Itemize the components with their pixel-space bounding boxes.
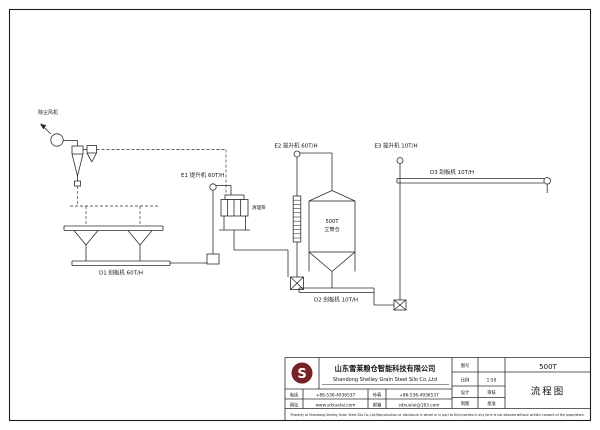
cyclone-top	[71, 145, 84, 155]
elevator-head-pulley	[293, 150, 301, 158]
fan-icon	[50, 133, 64, 147]
phone-label: 电话	[290, 391, 299, 398]
web-value: www.sdxuelai.com	[316, 402, 356, 408]
approve-label: 批准	[487, 400, 496, 407]
conveyor-tail-wheel	[543, 177, 551, 185]
email-value: sdxuelai@163.com	[399, 402, 440, 408]
company-name-en: Shandong Shelley Grain Steel Silo Co.,Lt…	[333, 377, 437, 383]
steel-silo: 500T 立筒仓	[308, 190, 356, 288]
logo-circle-icon	[291, 362, 313, 384]
cyclone-airlock	[74, 180, 81, 187]
intake-hoppers	[63, 225, 164, 261]
draft-label: 制图	[461, 400, 470, 407]
label-silo-capacity: 500T	[325, 219, 339, 225]
drawing-no-label: 图号	[461, 363, 470, 369]
company-logo: S	[291, 362, 313, 384]
dust-collection-system: 除尘风机	[38, 109, 227, 225]
scale-label: 比例	[461, 377, 470, 384]
elevator-head-pulley	[396, 157, 404, 164]
label-conveyor-d1: D1 刮板机 60T/H	[99, 269, 143, 277]
label-conveyor-d3: D3 刮板机 10T/H	[430, 168, 474, 176]
elevator-head-pulley	[209, 183, 217, 191]
capacity-value: 500T	[539, 363, 557, 371]
email-label: 邮箱	[373, 401, 382, 408]
exhaust-arrow-icon	[40, 123, 47, 130]
scraper-conveyor-d1: D1 刮板机 60T/H	[71, 260, 207, 277]
bucket-elevator-e3: E3 提升机 10T/H	[374, 142, 418, 311]
web-label: 网址	[290, 401, 299, 408]
sieve-body	[220, 199, 249, 217]
legal-notice: Property of Shandong Shelley Grain Steel…	[291, 413, 585, 417]
sieve-top	[224, 194, 245, 200]
label-elevator-e2: E2 提升机 60T/H	[274, 142, 317, 150]
label-dust-fan: 除尘风机	[38, 109, 58, 116]
label-sieve: 清理筛	[252, 204, 266, 211]
cleaning-sieve: 清理筛	[219, 194, 289, 277]
label-elevator-e1: E1 提升机 60T/H	[181, 171, 224, 179]
scraper-conveyor-d3: D3 刮板机 10T/H	[396, 168, 551, 193]
company-name-cn: 山东雪莱粮仓智能科技有限公司	[335, 364, 436, 373]
silo-body	[308, 200, 356, 253]
logo-letter: S	[297, 367, 306, 382]
label-conveyor-d2: D2 刮板机 10T/H	[314, 296, 358, 304]
title-block: S 山东雪莱粮仓智能科技有限公司 Shandong Shelley Grain …	[284, 357, 591, 421]
label-elevator-e3: E3 提升机 10T/H	[374, 142, 417, 150]
drawing-title: 流程图	[531, 386, 566, 398]
bucket-elevator-e1: E1 提升机 60T/H	[181, 171, 232, 265]
bucket-elevator-e2: E2 提升机 60T/H	[274, 142, 333, 290]
drawing-border	[8, 8, 592, 422]
label-silo-name: 立筒仓	[324, 225, 340, 233]
fax-label: 传真	[373, 391, 382, 398]
design-label: 设计	[461, 389, 470, 396]
elevator-leg	[292, 195, 302, 243]
elevator-boot	[206, 253, 220, 265]
scraper-conveyor-d2: D2 刮板机 10T/H	[298, 287, 394, 306]
drawing-info-table: 图号 500T 比例 1:50 设计 审核 制图 批准 流程图	[452, 357, 591, 409]
scale-value: 1:50	[487, 378, 497, 384]
phone-value: +86-536-4936537	[316, 392, 356, 398]
fax-value: +86-536-4936537	[399, 392, 439, 398]
filter-hopper	[86, 145, 97, 154]
check-label: 审核	[487, 389, 496, 396]
contact-table: 电话 +86-536-4936537 传真 +86-536-4936537 网址…	[285, 389, 452, 409]
